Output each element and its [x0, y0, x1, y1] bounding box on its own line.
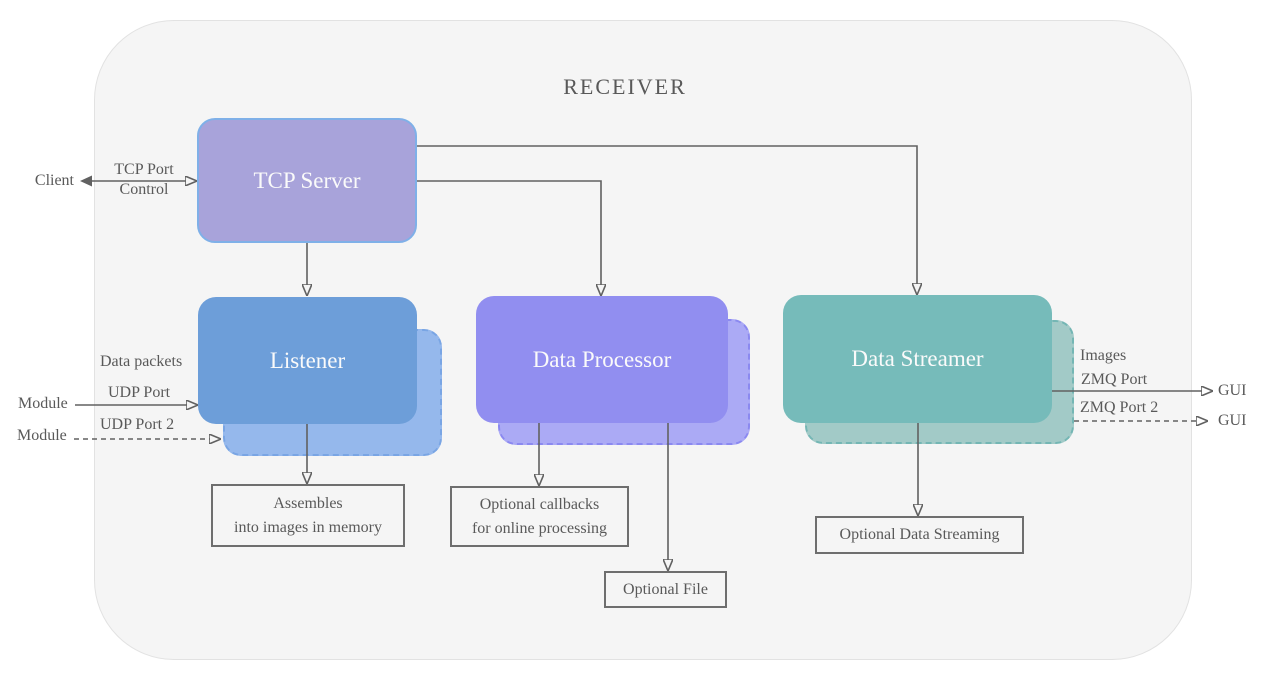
- diagram-title: RECEIVER: [563, 74, 687, 99]
- callbacks-box: Optional callbacks for online processing: [450, 486, 629, 547]
- client-label: Client: [34, 172, 74, 189]
- zmq-port-2-label: ZMQ Port 2: [1080, 399, 1159, 416]
- data-processor-node: Data Processor: [476, 296, 728, 423]
- control-label: Control: [119, 181, 169, 198]
- callbacks-line2: for online processing: [471, 519, 608, 537]
- listener-node: Listener: [198, 297, 417, 424]
- client-arrowhead: [80, 175, 92, 187]
- tcp-server-node: TCP Server: [197, 118, 417, 243]
- module2-label: Module: [17, 427, 67, 444]
- assembles-line1: Assembles: [273, 494, 343, 512]
- assembles-box: Assembles into images in memory: [211, 484, 405, 547]
- tcp-port-control-label: TCP Port Control: [100, 160, 188, 200]
- listener-label: Listener: [269, 347, 346, 373]
- optional-data-streaming-label: Optional Data Streaming: [839, 526, 1000, 543]
- zmq-port-label: ZMQ Port: [1081, 371, 1148, 388]
- module1-label: Module: [18, 395, 68, 412]
- optional-data-streaming-box: Optional Data Streaming: [815, 516, 1024, 554]
- udp-port-label: UDP Port: [108, 384, 171, 401]
- data-streamer-label: Data Streamer: [851, 346, 984, 371]
- gui-label-1: GUI: [1218, 382, 1247, 399]
- data-packets-label: Data packets: [100, 353, 183, 370]
- assembles-line2: into images in memory: [234, 518, 382, 536]
- gui-label-2: GUI: [1218, 412, 1247, 429]
- udp-port-2-label: UDP Port 2: [100, 416, 175, 433]
- data-processor-label: Data Processor: [532, 346, 672, 372]
- tcp-server-label: TCP Server: [253, 167, 361, 193]
- callbacks-line1: Optional callbacks: [479, 495, 600, 513]
- images-label: Images: [1080, 347, 1127, 364]
- optional-file-label: Optional File: [623, 580, 708, 598]
- tcp-port-label: TCP Port: [114, 161, 174, 178]
- data-streamer-node: Data Streamer: [783, 295, 1052, 423]
- optional-file-box: Optional File: [604, 571, 727, 608]
